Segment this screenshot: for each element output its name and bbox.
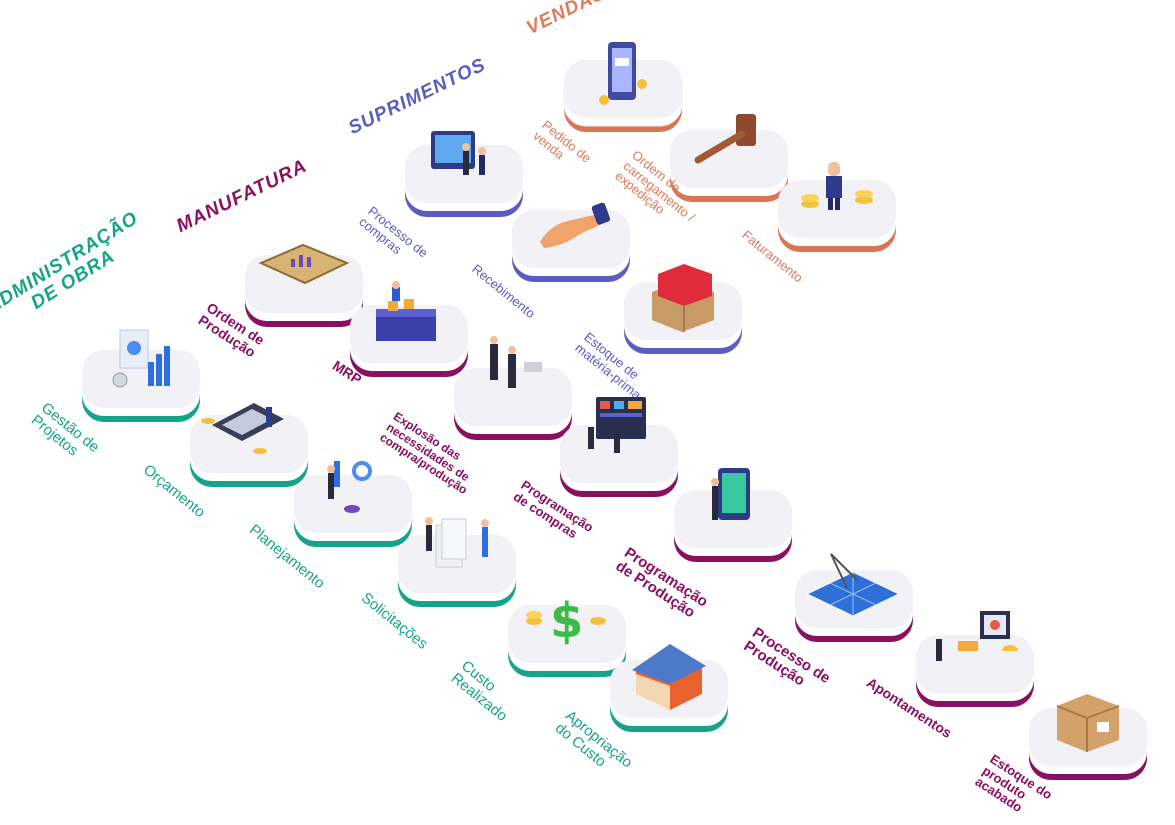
tile-pedido-de-venda[interactable]: [562, 40, 684, 135]
dashboard-screen-icon: [588, 397, 646, 453]
gavel-icon: [694, 114, 756, 164]
hand-icon: [540, 202, 611, 248]
dollar-sign-icon: $: [526, 593, 606, 649]
clipboard-chart-icon: [258, 243, 350, 285]
documents-icon: [425, 517, 489, 568]
team-meeting-icon: [490, 336, 542, 388]
heading-vendas: VENDAS: [523, 0, 609, 39]
tile-orcamento[interactable]: [188, 395, 310, 490]
tile-recebimento[interactable]: [510, 190, 632, 285]
phone-icon: [599, 42, 647, 105]
tile-mrp[interactable]: [348, 281, 470, 380]
planning-charts-icon: [327, 461, 372, 513]
heading-manufatura: MANUFATURA: [173, 155, 311, 237]
tile-ordem-de-carregamento[interactable]: [668, 110, 790, 205]
tile-programacao-de-producao[interactable]: [672, 468, 794, 565]
tile-custo-realizado[interactable]: $: [506, 585, 628, 680]
blueprint-icon: [805, 553, 901, 617]
tile-solicitacoes[interactable]: [396, 515, 518, 610]
tile-gestao-de-projetos[interactable]: [80, 329, 202, 425]
tile-explosao-necessidades[interactable]: [452, 336, 574, 443]
tile-apropriacao-do-custo[interactable]: [608, 640, 730, 735]
report-chart-icon: [112, 329, 170, 388]
tile-ordem-de-producao[interactable]: [243, 235, 365, 330]
tile-programacao-de-compras[interactable]: [558, 397, 680, 500]
tile-estoque-materia-prima[interactable]: [622, 262, 744, 357]
businessman-coins-icon: [801, 162, 873, 210]
tile-base: [190, 415, 308, 487]
house-icon: [632, 644, 706, 710]
tile-base: [454, 368, 572, 440]
conveyor-icon: [376, 281, 436, 341]
presentation-screen-icon: [431, 131, 486, 175]
heading-adm: ADMINISTRAÇÃO DE OBRA: [0, 207, 143, 318]
tile-estoque-produto-acabado[interactable]: [1027, 688, 1149, 783]
tile-processo-de-producao[interactable]: [793, 550, 915, 645]
team-analytics-icon: [936, 611, 1018, 661]
svg-text:$: $: [550, 593, 583, 649]
calculator-icon: [201, 403, 284, 454]
tile-planejamento[interactable]: [292, 455, 414, 550]
tile-processo-de-compras[interactable]: [403, 125, 525, 220]
tile-apontamentos[interactable]: [914, 611, 1036, 710]
tile-base: [82, 350, 200, 422]
tablet-icon: [711, 468, 750, 520]
cardboard-box-icon: [1056, 694, 1120, 752]
tile-faturamento[interactable]: [776, 160, 898, 255]
box-icon: [652, 264, 714, 332]
